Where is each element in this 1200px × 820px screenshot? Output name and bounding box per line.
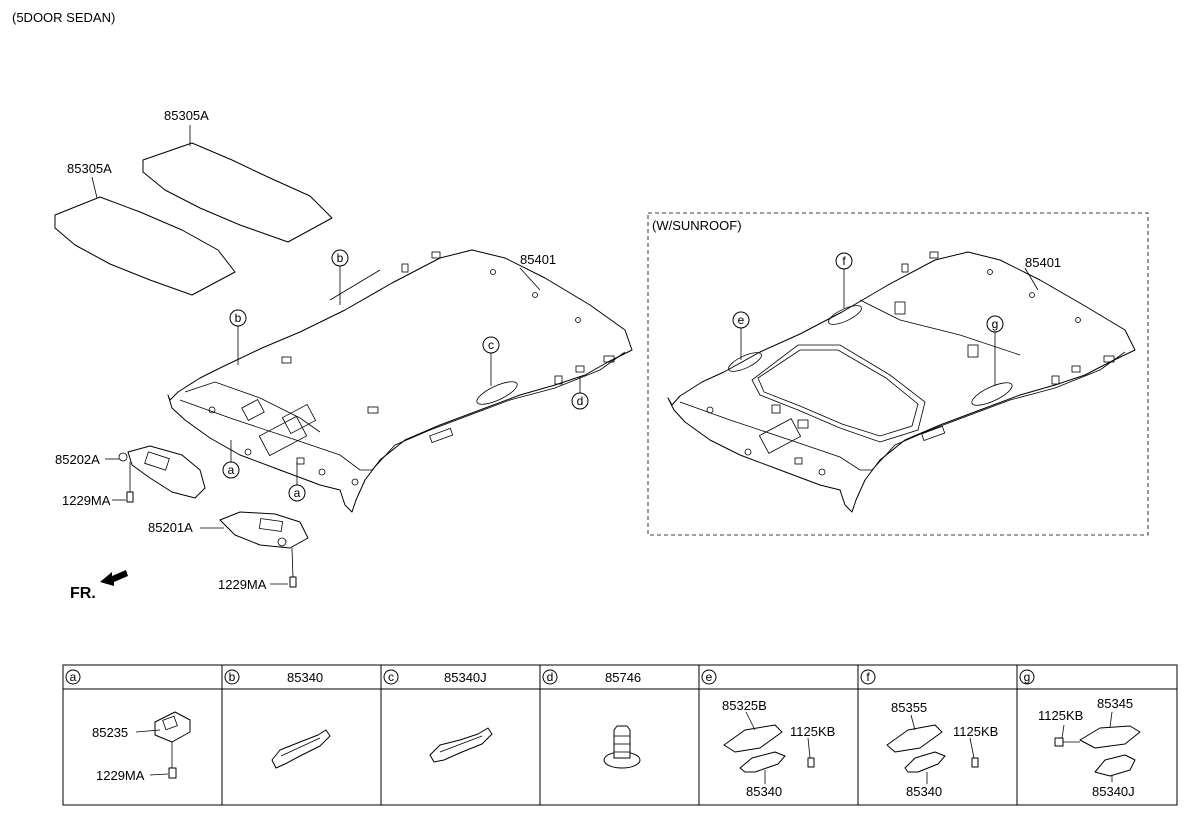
legend-d-header: 85746 [605,670,641,685]
label-roof-pad-front: 85305A [67,161,112,176]
legend-letter-e: e [701,669,717,685]
callout-a-left: a [222,461,240,479]
sunroof-frame [647,212,1149,536]
roof-pad-rear[interactable] [142,142,333,243]
legend-g-parts [1054,725,1141,777]
svg-text:a: a [294,486,301,500]
screw-right[interactable] [289,576,297,588]
label-visor-right: 85201A [148,520,193,535]
legend-letter-g: g [1019,669,1035,685]
legend-g-label-1: 1125KB [1038,708,1083,723]
label-headlining-sunroof: 85401 [1025,255,1061,270]
label-visor-left: 85202A [55,452,100,467]
callout-c: c [482,336,500,354]
legend-f-parts [886,724,979,773]
legend-f-label-2: 1125KB [953,724,998,739]
callout-b-top: b [331,249,349,267]
callout-g: g [986,315,1004,333]
legend-f-label-1: 85355 [891,700,927,715]
sunroof-view: (W/SUNROOF) [647,212,1149,536]
legend-letter-d: d [542,669,558,685]
legend-b-header: 85340 [287,670,323,685]
svg-text:f: f [866,670,870,684]
legend-d-clip [603,725,641,769]
svg-text:d: d [547,670,554,684]
legend-a-label-2: 1229MA [96,768,145,783]
label-screw-left: 1229MA [62,493,111,508]
variant-title: (5DOOR SEDAN) [12,10,115,25]
label-roof-pad-rear: 85305A [164,108,209,123]
headlining-main[interactable] [167,249,633,513]
legend-letter-c: c [383,669,399,685]
svg-text:b: b [337,251,344,265]
callout-d: d [571,392,589,410]
headlining-sunroof[interactable] [667,251,1136,513]
svg-text:g: g [1024,670,1031,684]
front-indicator-label: FR. [70,585,96,602]
svg-text:b: b [235,311,242,325]
callout-f: f [835,252,853,270]
roof-pad-front[interactable] [54,196,236,296]
legend-b-handle [271,729,331,769]
callout-b-left: b [229,309,247,327]
legend-e-parts [723,724,815,773]
svg-text:a: a [228,463,235,477]
svg-text:e: e [738,313,745,327]
legend-letter-f: f [860,669,876,685]
screw-left[interactable] [126,491,134,503]
legend-f-label-3: 85340 [906,784,942,799]
svg-text:a: a [70,670,77,684]
legend-g-label-3: 85340J [1092,784,1135,799]
legend-c-header: 85340J [444,670,487,685]
svg-text:c: c [388,670,394,684]
sun-visor-right[interactable] [219,511,309,549]
legend-a-label-1: 85235 [92,725,128,740]
svg-text:d: d [577,394,584,408]
label-headlining: 85401 [520,252,556,267]
svg-text:e: e [706,670,713,684]
legend-e-label-2: 1125KB [790,724,835,739]
svg-text:g: g [992,317,999,331]
main-view: 85305A 85305A [54,108,633,602]
callout-a-right: a [288,484,306,502]
callout-e: e [732,311,750,329]
legend-table: a b c d e f g 85340 85340J 85746 85235 1… [62,664,1178,806]
legend-letter-a: a [65,669,81,685]
legend-a-clip [154,711,191,779]
legend-e-label-3: 85340 [746,784,782,799]
legend-letter-b: b [224,669,240,685]
sun-visor-left[interactable] [118,445,206,499]
sunroof-title: (W/SUNROOF) [652,218,742,233]
legend-c-handle [429,727,493,763]
legend-g-label-2: 85345 [1097,696,1133,711]
svg-text:c: c [488,338,494,352]
svg-text:b: b [229,670,236,684]
front-arrow-icon [100,570,128,586]
label-screw-right: 1229MA [218,577,267,592]
legend-e-label-1: 85325B [722,698,767,713]
svg-text:f: f [842,254,846,268]
